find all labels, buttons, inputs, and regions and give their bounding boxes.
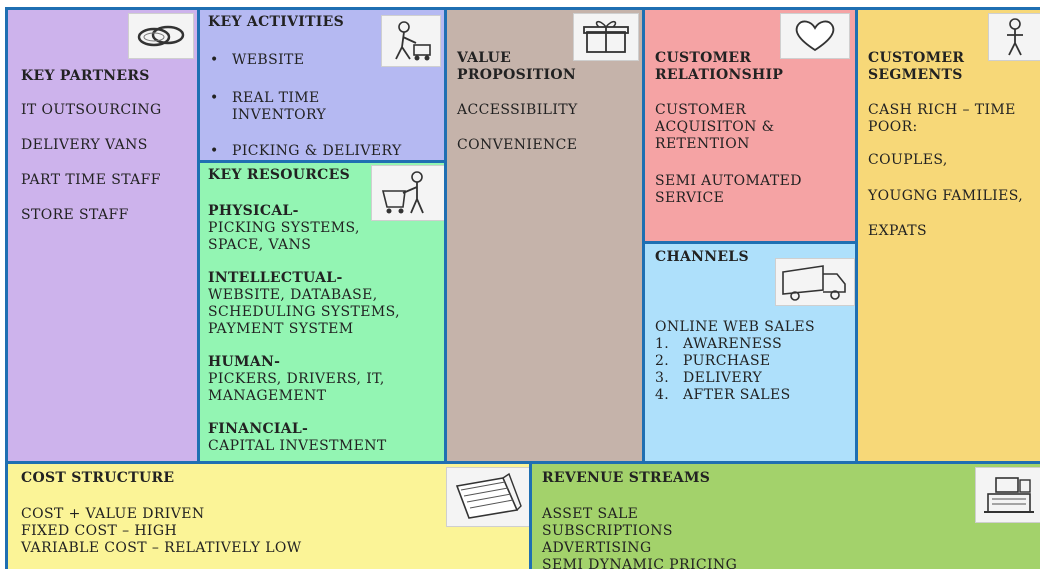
key-resources-human-line: MANAGEMENT <box>208 388 327 404</box>
key-resources-intellectual-line: PAYMENT SYSTEM <box>208 321 354 337</box>
value-proposition-title: VALUE PROPOSITION <box>457 50 576 83</box>
customer-relationship-item: CUSTOMER ACQUISITON & RETENTION <box>655 102 775 152</box>
customer-relationship-title: CUSTOMER RELATIONSHIP <box>655 50 784 83</box>
key-resources-financial-line: CAPITAL INVESTMENT <box>208 438 387 454</box>
customer-segments-item: EXPATS <box>868 223 927 239</box>
channels-panel: CHANNELS ONLINE WEB SALES 1.AWARENESS 2.… <box>642 241 858 464</box>
gift-box-icon <box>573 13 639 61</box>
key-resources-intellectual-label: INTELLECTUAL- <box>208 270 343 286</box>
cash-register-icon <box>975 467 1040 523</box>
value-proposition-panel: VALUE PROPOSITION ACCESSIBILITY CONVENIE… <box>444 7 645 464</box>
key-resources-intellectual-line: WEBSITE, DATABASE, <box>208 287 378 303</box>
revenue-streams-item: ADVERTISING <box>542 540 652 556</box>
person-icon <box>988 13 1040 61</box>
channels-step: 2.PURCHASE <box>655 353 771 369</box>
value-proposition-item: CONVENIENCE <box>457 137 578 153</box>
cost-structure-title: COST STRUCTURE <box>21 470 175 486</box>
customer-relationship-panel: CUSTOMER RELATIONSHIP CUSTOMER ACQUISITO… <box>642 7 858 244</box>
revenue-streams-title: REVENUE STREAMS <box>542 470 711 486</box>
customer-segments-panel: CUSTOMER SEGMENTS CASH RICH – TIME POOR:… <box>855 7 1040 464</box>
cost-structure-item: VARIABLE COST – RELATIVELY LOW <box>21 540 302 556</box>
key-resources-intellectual-line: SCHEDULING SYSTEMS, <box>208 304 400 320</box>
worker-with-cart-icon <box>371 165 445 221</box>
key-activities-item: WEBSITE <box>200 52 440 69</box>
channels-title: CHANNELS <box>655 249 749 265</box>
heart-icon <box>780 13 850 59</box>
chain-links-icon <box>128 13 194 59</box>
key-resources-human-line: PICKERS, DRIVERS, IT, <box>208 371 385 387</box>
key-activities-panel: KEY ACTIVITIES WEBSITE REAL TIME INVENTO… <box>197 7 447 163</box>
key-resources-physical-line: SPACE, VANS <box>208 237 312 253</box>
key-activities-title: KEY ACTIVITIES <box>208 14 345 30</box>
key-partners-item: IT OUTSOURCING <box>21 102 162 118</box>
value-proposition-item: ACCESSIBILITY <box>457 102 578 118</box>
revenue-streams-panel: REVENUE STREAMS ASSET SALE SUBSCRIPTIONS… <box>529 461 1040 573</box>
key-resources-physical-label: PHYSICAL- <box>208 203 299 219</box>
revenue-streams-item: SEMI DYNAMIC PRICING <box>542 557 738 573</box>
key-resources-financial-label: FINANCIAL- <box>208 421 309 437</box>
channels-intro: ONLINE WEB SALES <box>655 319 816 335</box>
key-partners-item: STORE STAFF <box>21 207 129 223</box>
channels-step: 3.DELIVERY <box>655 370 763 386</box>
delivery-truck-icon <box>775 258 855 306</box>
revenue-streams-item: ASSET SALE <box>542 506 639 522</box>
key-partners-title: KEY PARTNERS <box>21 68 150 84</box>
customer-segments-item: COUPLES, <box>868 152 948 168</box>
key-partners-item: PART TIME STAFF <box>21 172 161 188</box>
channels-step: 4.AFTER SALES <box>655 387 791 403</box>
cost-structure-panel: COST STRUCTURE COST + VALUE DRIVEN FIXED… <box>5 461 532 569</box>
customer-segments-item: YOUGNG FAMILIES, <box>868 188 1024 204</box>
key-resources-title: KEY RESOURCES <box>208 167 350 183</box>
customer-segments-item: CASH RICH – TIME POOR: <box>868 102 1016 135</box>
cost-structure-item: FIXED COST – HIGH <box>21 523 178 539</box>
key-activities-item: REAL TIME INVENTORY <box>200 90 352 124</box>
revenue-streams-item: SUBSCRIPTIONS <box>542 523 673 539</box>
key-resources-panel: KEY RESOURCES PHYSICAL- PICKING SYSTEMS,… <box>197 160 447 464</box>
key-partners-panel: KEY PARTNERS IT OUTSOURCING DELIVERY VAN… <box>5 7 200 464</box>
paper-stack-icon <box>446 467 530 527</box>
key-resources-human-label: HUMAN- <box>208 354 281 370</box>
key-activities-item: PICKING & DELIVERY <box>200 143 440 160</box>
channels-step: 1.AWARENESS <box>655 336 783 352</box>
key-partners-item: DELIVERY VANS <box>21 137 148 153</box>
cost-structure-item: COST + VALUE DRIVEN <box>21 506 205 522</box>
customer-relationship-item: SEMI AUTOMATED SERVICE <box>655 173 802 206</box>
customer-segments-title: CUSTOMER SEGMENTS <box>868 50 965 83</box>
key-resources-physical-line: PICKING SYSTEMS, <box>208 220 360 236</box>
